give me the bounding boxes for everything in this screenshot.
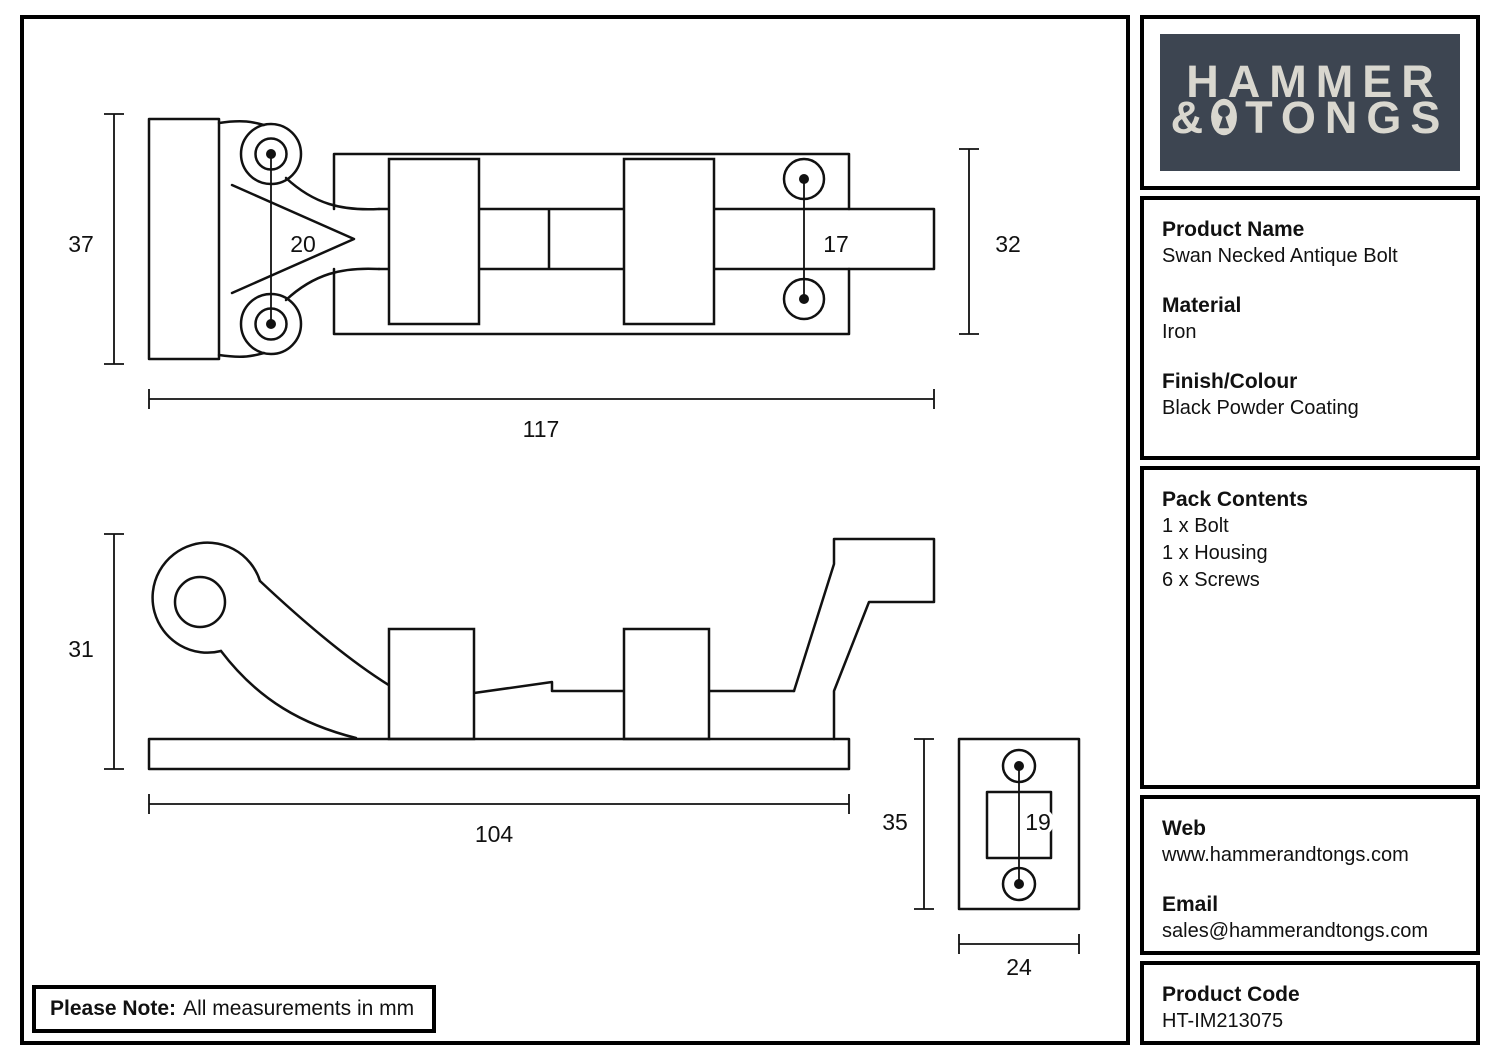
keyhole-icon: [1211, 98, 1238, 136]
product-name-label: Product Name: [1162, 218, 1305, 241]
material-label: Material: [1162, 294, 1242, 317]
dim-plan-height: 37: [68, 231, 94, 257]
side-bracket-2: [622, 627, 711, 741]
product-info-box: Product Name Swan Necked Antique Bolt Ma…: [1140, 196, 1480, 460]
product-name-value: Swan Necked Antique Bolt: [1162, 245, 1398, 267]
finish-value: Black Powder Coating: [1162, 397, 1359, 419]
material-value: Iron: [1162, 321, 1197, 343]
plan-backplate: [147, 117, 221, 361]
dim-plan-housing-height: 32: [995, 231, 1021, 257]
side-bracket-1: [387, 627, 476, 741]
logo-tongs-row: & TONGS: [1170, 91, 1450, 143]
pack-contents-label: Pack Contents: [1162, 488, 1308, 511]
logo-box: HAMMER & TONGS: [1140, 15, 1480, 190]
logo-hammer-text: HAMMER: [1186, 56, 1443, 107]
side-bolt-upturn: [792, 537, 936, 741]
web-value: www.hammerandtongs.com: [1162, 844, 1409, 866]
plan-bracket-2: [622, 157, 716, 326]
measurement-note: Please Note: All measurements in mm: [32, 985, 436, 1033]
note-label: Please Note:: [50, 997, 177, 1020]
hammer-and-tongs-logo: HAMMER & TONGS: [1160, 34, 1460, 171]
plan-housing-plate: [332, 152, 851, 336]
side-view: 31 104: [68, 533, 936, 847]
dim-plan-bolt-hole-spacing: 17: [823, 231, 849, 257]
dim-plan-hole-spacing: 20: [290, 231, 316, 257]
side-handle-curl: [151, 541, 262, 654]
email-value: sales@hammerandtongs.com: [1162, 920, 1428, 942]
dim-housing-slot: 19: [1025, 809, 1051, 835]
pack-item-housing: 1 x Housing: [1162, 542, 1268, 564]
email-label: Email: [1162, 893, 1219, 916]
technical-drawing: 20 17 37 32 117: [68, 113, 1081, 980]
contact-box: Web www.hammerandtongs.com Email sales@h…: [1140, 795, 1480, 955]
dim-housing-width: 24: [1006, 954, 1032, 980]
pack-contents-box: Pack Contents 1 x Bolt 1 x Housing 6 x S…: [1140, 466, 1480, 789]
note-text: All measurements in mm: [183, 997, 415, 1020]
housing-view: 19 35 24: [882, 737, 1081, 980]
web-label: Web: [1162, 817, 1206, 840]
plan-view: 20 17 37 32 117: [68, 113, 1021, 442]
product-code-box: Product Code HT-IM213075: [1140, 961, 1480, 1045]
pack-item-bolt: 1 x Bolt: [1162, 515, 1229, 537]
dim-plan-length: 117: [523, 416, 560, 442]
finish-label: Finish/Colour: [1162, 370, 1298, 393]
logo-tongs-text: TONGS: [1245, 91, 1450, 143]
housing-plate: [957, 737, 1081, 911]
logo-ampersand: &: [1170, 91, 1204, 143]
side-handle-hole: [173, 575, 227, 629]
side-baseplate: [147, 737, 851, 771]
dim-side-height: 31: [68, 636, 94, 662]
dim-side-length: 104: [475, 821, 514, 847]
dim-housing-height: 35: [882, 809, 908, 835]
product-code-label: Product Code: [1162, 983, 1300, 1006]
pack-item-screws: 6 x Screws: [1162, 569, 1260, 591]
drawing-area: 20 17 37 32 117: [20, 15, 1130, 1045]
plan-bracket-1: [387, 157, 481, 326]
product-code-value: HT-IM213075: [1162, 1010, 1284, 1032]
